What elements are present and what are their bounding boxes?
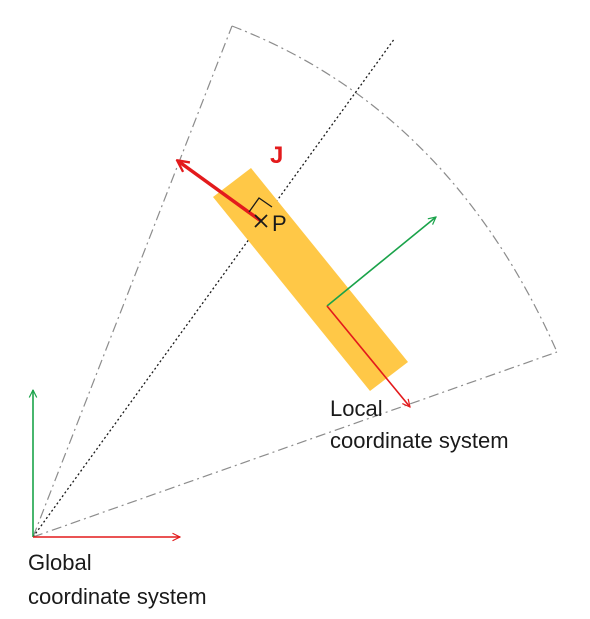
- local-label-line1: Local: [330, 396, 383, 421]
- current-vector-j: [178, 161, 263, 223]
- right-angle-marker: [248, 197, 273, 213]
- local-y-axis: [326, 217, 436, 307]
- current-label-j: J: [270, 142, 283, 169]
- sector-right-edge: [32, 351, 558, 538]
- local-label-line2: coordinate system: [330, 428, 509, 453]
- sector-left-edge: [32, 25, 233, 538]
- point-p-cross-b: [254, 214, 268, 228]
- local-x-axis: [326, 305, 410, 407]
- conductor-bar: [213, 168, 408, 391]
- sector-arc: [231, 25, 558, 353]
- global-label-line1: Global: [28, 550, 92, 575]
- global-label-line2: coordinate system: [28, 584, 207, 609]
- radial-line: [32, 37, 396, 538]
- point-label-p: P: [272, 211, 287, 236]
